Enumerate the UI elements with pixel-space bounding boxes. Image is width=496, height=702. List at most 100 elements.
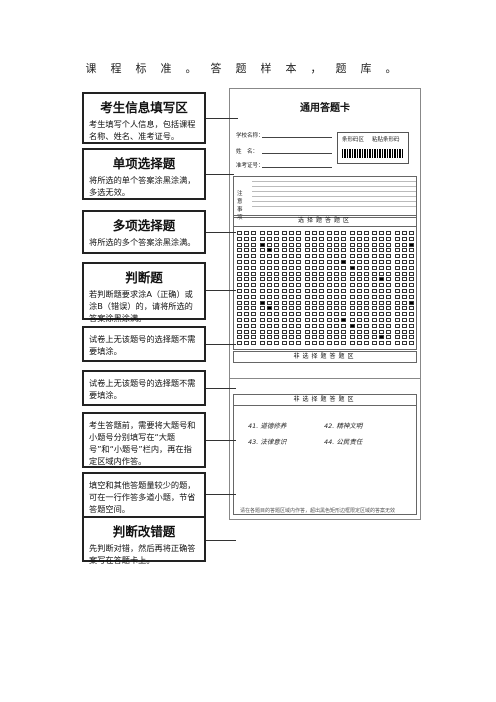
answer-bubble[interactable] [334,300,339,305]
answer-bubble[interactable] [372,283,377,288]
bubble-row[interactable] [372,341,391,346]
answer-bubble[interactable] [273,265,279,270]
bubble-row[interactable] [394,300,414,305]
answer-bubble[interactable] [273,277,279,282]
answer-bubble[interactable] [282,260,287,264]
answer-bubble[interactable] [273,231,279,235]
answer-bubble[interactable] [408,329,414,334]
answer-bubble[interactable] [356,341,362,346]
answer-bubble[interactable] [341,323,346,328]
answer-bubble[interactable] [282,283,287,288]
bubble-row[interactable] [349,306,369,311]
answer-bubble[interactable] [244,265,249,270]
bubble-row[interactable] [372,231,391,235]
bubble-row[interactable] [394,277,414,282]
answer-bubble[interactable] [363,271,369,276]
answer-bubble[interactable] [401,260,407,264]
answer-bubble[interactable] [244,271,249,276]
bubble-row[interactable] [304,236,324,241]
answer-bubble[interactable] [259,254,265,259]
answer-bubble[interactable] [259,265,265,270]
answer-bubble[interactable] [311,312,317,317]
bubble-row[interactable] [327,265,346,270]
bubble-row[interactable] [304,289,324,293]
bubble-row[interactable] [259,231,279,235]
answer-bubble[interactable] [363,300,369,305]
answer-bubble[interactable] [334,271,339,276]
answer-bubble[interactable] [259,242,265,247]
answer-bubble[interactable] [379,254,384,259]
answer-bubble[interactable] [304,236,310,241]
answer-bubble[interactable] [349,265,355,270]
answer-bubble[interactable] [237,318,242,322]
answer-bubble[interactable] [259,231,265,235]
answer-bubble[interactable] [304,265,310,270]
answer-bubble[interactable] [334,306,339,311]
bubble-row[interactable] [349,254,369,259]
bubble-row[interactable] [327,277,346,282]
answer-bubble[interactable] [273,271,279,276]
answer-bubble[interactable] [289,323,294,328]
bubble-row[interactable] [394,289,414,293]
answer-bubble[interactable] [304,283,310,288]
answer-bubble[interactable] [401,271,407,276]
answer-bubble[interactable] [372,254,377,259]
bubble-row[interactable] [372,335,391,340]
answer-bubble[interactable] [394,341,400,346]
bubble-row[interactable] [282,283,301,288]
bubble-row[interactable] [304,294,324,299]
bubble-row[interactable] [372,323,391,328]
answer-bubble[interactable] [379,260,384,264]
answer-bubble[interactable] [356,294,362,299]
answer-bubble[interactable] [372,312,377,317]
answer-bubble[interactable] [401,329,407,334]
answer-bubble[interactable] [401,323,407,328]
bubble-row[interactable] [372,242,391,247]
bubble-row[interactable] [237,254,256,259]
answer-bubble[interactable] [282,341,287,346]
answer-bubble[interactable] [379,277,384,282]
answer-bubble[interactable] [251,283,256,288]
answer-bubble[interactable] [363,312,369,317]
answer-bubble[interactable] [363,306,369,311]
answer-bubble[interactable] [372,277,377,282]
answer-bubble[interactable] [327,318,332,322]
bubble-row[interactable] [237,271,256,276]
answer-bubble[interactable] [379,312,384,317]
answer-bubble[interactable] [296,231,301,235]
answer-bubble[interactable] [379,248,384,253]
answer-bubble[interactable] [341,242,346,247]
bubble-row[interactable] [259,294,279,299]
answer-bubble[interactable] [363,323,369,328]
answer-bubble[interactable] [356,318,362,322]
answer-bubble[interactable] [349,283,355,288]
bubble-row[interactable] [349,236,369,241]
bubble-row[interactable] [327,231,346,235]
answer-bubble[interactable] [401,335,407,340]
answer-bubble[interactable] [244,242,249,247]
bubble-row[interactable] [304,260,324,264]
answer-bubble[interactable] [273,300,279,305]
answer-bubble[interactable] [266,254,272,259]
answer-bubble[interactable] [341,254,346,259]
answer-bubble[interactable] [318,289,324,293]
answer-bubble[interactable] [401,254,407,259]
answer-bubble[interactable] [349,318,355,322]
answer-bubble[interactable] [237,254,242,259]
answer-bubble[interactable] [311,318,317,322]
bubble-row[interactable] [349,300,369,305]
bubble-row[interactable] [394,318,414,322]
answer-bubble[interactable] [363,254,369,259]
bubble-row[interactable] [349,231,369,235]
answer-bubble[interactable] [251,248,256,253]
bubble-row[interactable] [327,289,346,293]
answer-bubble[interactable] [327,335,332,340]
answer-bubble[interactable] [363,283,369,288]
answer-bubble[interactable] [311,265,317,270]
answer-bubble[interactable] [408,289,414,293]
bubble-row[interactable] [327,312,346,317]
answer-bubble[interactable] [251,306,256,311]
bubble-row[interactable] [304,265,324,270]
answer-bubble[interactable] [327,289,332,293]
answer-bubble[interactable] [237,312,242,317]
